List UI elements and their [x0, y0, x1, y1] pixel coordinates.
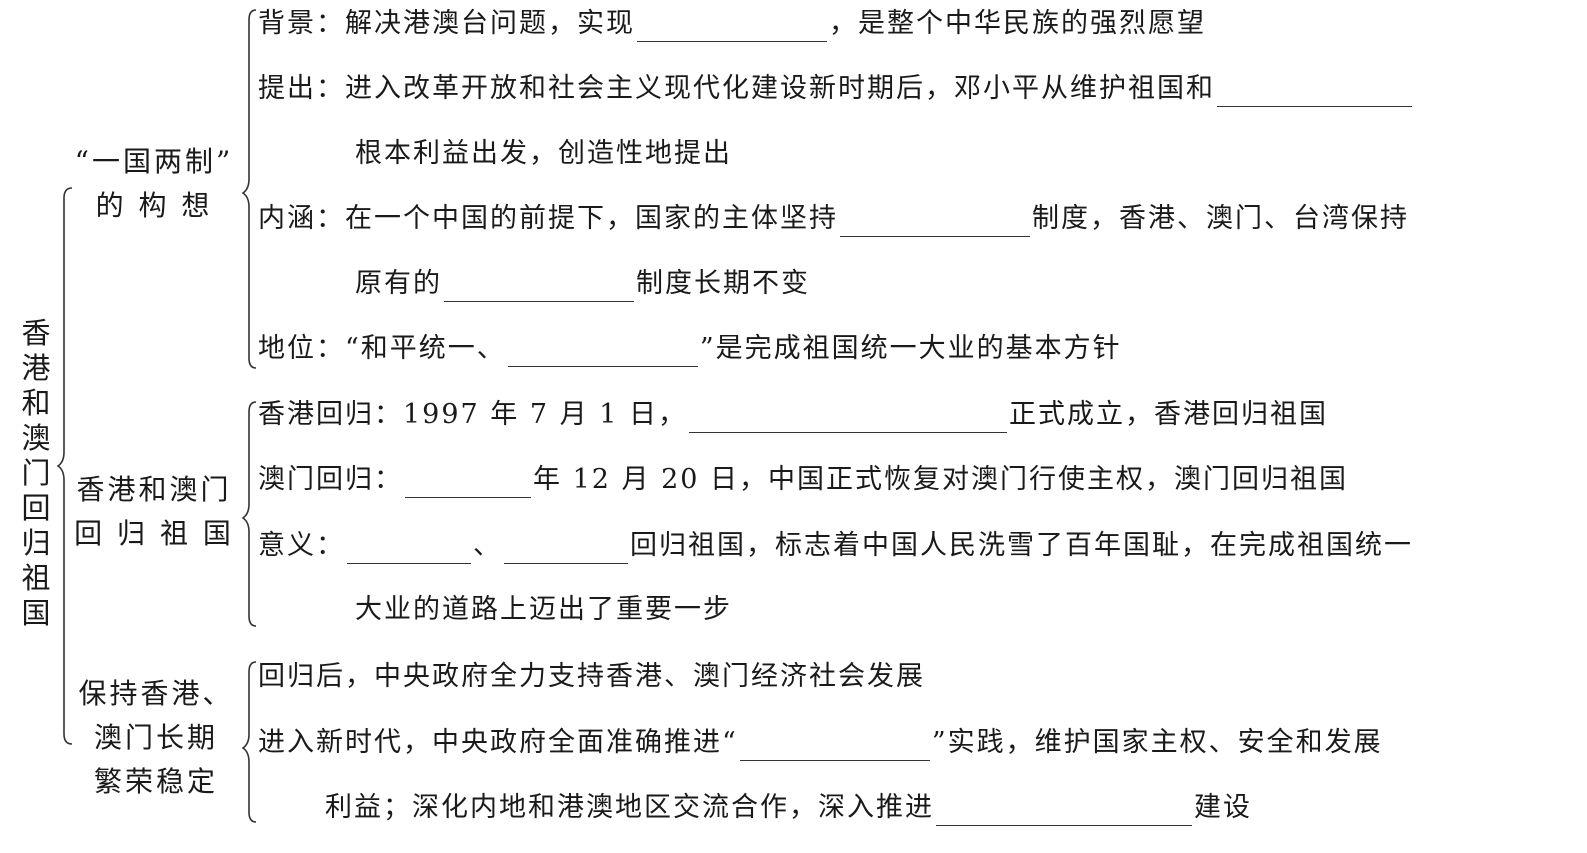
section-1-heading-line2: 的 构 想	[95, 189, 213, 222]
connotation-blank-2[interactable]	[444, 273, 634, 302]
macau-return-item: 澳门回归： 年 12 月 20 日，中国正式恢复对澳门行使主权，澳门回归祖国	[258, 462, 1348, 498]
section-3-heading-line3: 繁荣稳定	[93, 765, 218, 798]
new-era-continuation: 利益；深化内地和港澳地区交流合作，深入推进 建设	[325, 790, 1252, 826]
connotation-label: 内涵：	[258, 203, 345, 234]
significance-item: 意义： 、 回归祖国，标志着中国人民洗雪了百年国耻，在完成祖国统一	[258, 528, 1413, 564]
section-2-heading-line1: 香港和澳门	[76, 473, 232, 506]
connotation-continuation: 原有的 制度长期不变	[355, 266, 810, 302]
connotation-text-after: 制度，香港、澳门、台湾保持	[1032, 203, 1409, 234]
significance-blank-1[interactable]	[347, 535, 471, 564]
proposal-text: 进入改革开放和社会主义现代化建设新时期后，邓小平从维护祖国和	[345, 73, 1215, 104]
hongkong-return-text: 1997 年 7 月 1 日，	[403, 399, 687, 430]
new-era-blank-2[interactable]	[936, 797, 1192, 826]
section-2-brace	[241, 401, 257, 627]
section-1-brace	[241, 9, 257, 369]
section-3-heading-line1: 保持香港、	[78, 677, 234, 710]
proposal-item: 提出：进入改革开放和社会主义现代化建设新时期后，邓小平从维护祖国和	[258, 71, 1414, 107]
new-era-cont-after: 建设	[1194, 792, 1252, 823]
background-text: 解决港澳台问题，实现	[345, 8, 635, 39]
significance-continuation: 大业的道路上迈出了重要一步	[355, 594, 732, 625]
connotation-cont-after: 制度长期不变	[636, 268, 810, 299]
hongkong-return-text-after: 正式成立，香港回归祖国	[1008, 399, 1328, 430]
background-blank[interactable]	[637, 13, 827, 42]
status-label: 地位：	[258, 333, 345, 364]
significance-blank-2[interactable]	[504, 535, 628, 564]
background-text-after: ，是整个中华民族的强烈愿望	[829, 8, 1206, 39]
proposal-label: 提出：	[258, 73, 345, 104]
hongkong-return-item: 香港回归：1997 年 7 月 1 日， 正式成立，香港回归祖国	[258, 397, 1328, 433]
proposal-blank[interactable]	[1217, 78, 1412, 107]
connotation-item: 内涵：在一个中国的前提下，国家的主体坚持 制度，香港、澳门、台湾保持	[258, 201, 1409, 237]
section-3-heading: 保持香港、 澳门长期 繁荣稳定	[66, 672, 246, 804]
new-era-cont-before: 利益；深化内地和港澳地区交流合作，深入推进	[325, 792, 934, 823]
root-brace	[56, 187, 73, 745]
section-3-heading-line2: 澳门长期	[93, 721, 218, 754]
status-blank[interactable]	[507, 338, 698, 367]
section-3-brace	[241, 661, 257, 823]
root-title: 香港和澳门回归祖国	[21, 316, 51, 630]
new-era-item: 进入新时代，中央政府全面准确推进“ ”实践，维护国家主权、安全和发展	[258, 725, 1383, 761]
section-2-heading: 香港和澳门 回 归 祖 国	[66, 468, 242, 556]
new-era-text: 进入新时代，中央政府全面准确推进“	[258, 727, 738, 758]
significance-text-after: 回归祖国，标志着中国人民洗雪了百年国耻，在完成祖国统一	[630, 530, 1413, 561]
background-label: 背景：	[258, 8, 345, 39]
hongkong-return-blank[interactable]	[688, 404, 1007, 433]
section-1-heading-line1: “一国两制”	[74, 145, 234, 178]
status-text: “和平统一、	[345, 333, 506, 364]
macau-return-text-after: 年 12 月 20 日，中国正式恢复对澳门行使主权，澳门回归祖国	[533, 464, 1349, 495]
section-1-heading: “一国两制” 的 构 想	[64, 140, 244, 228]
connotation-cont-before: 原有的	[355, 268, 442, 299]
significance-label: 意义：	[258, 530, 345, 561]
hongkong-return-label: 香港回归：	[258, 399, 403, 430]
section-2-heading-line2: 回 归 祖 国	[74, 517, 234, 550]
post-return-item: 回归后，中央政府全力支持香港、澳门经济社会发展	[258, 661, 925, 692]
background-item: 背景：解决港澳台问题，实现 ，是整个中华民族的强烈愿望	[258, 6, 1206, 42]
macau-return-blank[interactable]	[405, 469, 531, 498]
proposal-continuation: 根本利益出发，创造性地提出	[355, 138, 732, 169]
connotation-blank-1[interactable]	[840, 208, 1030, 237]
status-text-after: ”是完成祖国统一大业的基本方针	[699, 333, 1122, 364]
new-era-blank-1[interactable]	[739, 732, 930, 761]
status-item: 地位：“和平统一、 ”是完成祖国统一大业的基本方针	[258, 331, 1122, 367]
connotation-text: 在一个中国的前提下，国家的主体坚持	[345, 203, 838, 234]
new-era-text-after: ”实践，维护国家主权、安全和发展	[931, 727, 1383, 758]
significance-separator: 、	[473, 530, 502, 561]
macau-return-label: 澳门回归：	[258, 464, 403, 495]
